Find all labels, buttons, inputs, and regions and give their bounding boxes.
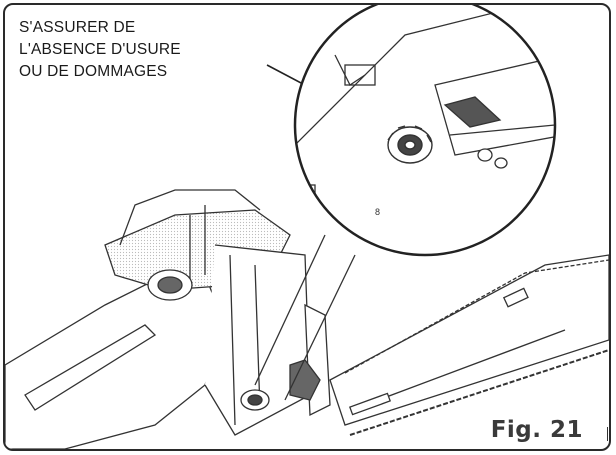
svg-text:8: 8 — [375, 207, 380, 217]
bottom-sprocket — [240, 359, 321, 411]
instruction-caption: S'ASSURER DE L'ABSENCE D'USURE OU DE DOM… — [19, 17, 181, 83]
caption-line-2: L'ABSENCE D'USURE — [19, 41, 181, 58]
saw-body — [5, 189, 331, 449]
magnified-sprocket-detail: 8 — [293, 5, 557, 257]
caption-line-1: S'ASSURER DE — [19, 19, 136, 36]
chainsaw-illustration: 8 — [5, 5, 609, 449]
figure-label: Fig. 21 — [490, 417, 583, 443]
guide-bar — [329, 254, 609, 436]
caption-line-3: OU DE DOMMAGES — [19, 63, 168, 80]
edge-mark — [607, 427, 608, 441]
figure-frame: 8 S'ASSURER DE L'ABSENCE D'USURE OU DE D… — [3, 3, 611, 451]
